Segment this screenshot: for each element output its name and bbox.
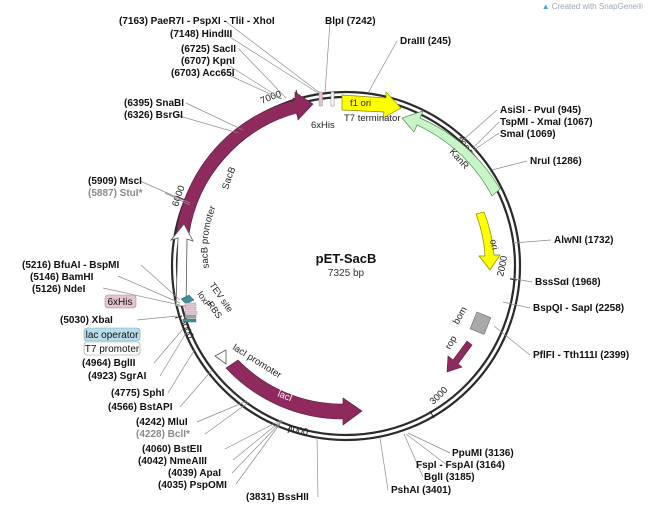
site-psppomi-label: (4035) PspOMI xyxy=(158,480,227,491)
feature-small-elements xyxy=(180,294,198,323)
site-leader-lines xyxy=(102,20,552,498)
feature-sacb-label: SacB xyxy=(220,165,238,190)
site-msci-label: (5909) MscI xyxy=(88,176,142,187)
brand-watermark: ▲Created with SnapGene® xyxy=(542,2,643,11)
site-asisi-label: AsiSI - PvuI (945) xyxy=(500,105,581,116)
site-kpni-label: (6707) KpnI xyxy=(181,56,235,67)
site-bstapi-label: (4566) BstAPI xyxy=(108,402,173,413)
svg-text:6xHis: 6xHis xyxy=(107,297,132,308)
svg-text:T7 promoter: T7 promoter xyxy=(85,344,140,355)
site-bsrgi-label: (6326) BsrGI xyxy=(124,110,183,121)
site-draiii-label: DraIII (245) xyxy=(400,36,451,47)
site-pflfi-label: PflFI - Tth111I (2399) xyxy=(533,350,629,361)
feature-his6-inner-label: 6xHis xyxy=(311,120,335,131)
feature-f1-ori-label: f1 ori xyxy=(350,98,371,109)
site-bgli-label: BglI (3185) xyxy=(424,472,475,483)
feature-ori[interactable] xyxy=(475,211,501,271)
site-apai-label: (4039) ApaI xyxy=(168,468,221,479)
site-nrui-label: NruI (1286) xyxy=(530,156,582,167)
site-psppmi-label: PpuMI (3136) xyxy=(452,448,514,459)
site-sphi-label: (4775) SphI xyxy=(111,388,165,399)
site-acc65i-label: (6703) Acc65I xyxy=(171,68,235,79)
badge-his6: 6xHis xyxy=(104,294,137,309)
feature-f1-ori[interactable] xyxy=(341,91,402,119)
site-bsteii-label: (4060) BstEII xyxy=(142,444,202,455)
site-smai-label: SmaI (1069) xyxy=(500,129,556,140)
site-bfuai-label: (5216) BfuAI - BspMI xyxy=(22,260,119,271)
tick-label-4000: 4000 xyxy=(286,423,309,438)
svg-text:lac operator: lac operator xyxy=(86,330,139,341)
feature-laci-promoter[interactable] xyxy=(214,349,227,365)
site-sgrai-label: (4923) SgrAI xyxy=(88,371,147,382)
feature-kanr[interactable] xyxy=(401,110,501,197)
badge-lac-operator: lac operator xyxy=(83,327,141,342)
site-pshai-label: PshAI (3401) xyxy=(391,485,451,496)
site-blpi-label: BlpI (7242) xyxy=(325,16,376,27)
site-snabi-label: (6395) SnaBI xyxy=(124,98,184,109)
site-bsshii-label: (3831) BssHII xyxy=(246,492,309,503)
feature-sacb-promoter-label: sacB promoter xyxy=(199,204,218,269)
feature-bom[interactable] xyxy=(469,311,492,335)
site-hindiii-label: (7148) HindIII xyxy=(170,29,232,40)
plasmid-name: pET-SacB xyxy=(316,251,377,266)
feature-laci[interactable] xyxy=(225,359,363,426)
site-paer7i-label: (7163) PaeR7I - PspXI - TliI - XhoI xyxy=(119,16,275,27)
feature-rop-label: rop xyxy=(443,334,459,351)
site-bcli-label: (4228) BclI* xyxy=(136,429,190,440)
feature-t7-terminator-label: T7 terminator xyxy=(344,113,401,124)
tick-label-2000: 2000 xyxy=(495,255,510,278)
brand-text: Created with SnapGene® xyxy=(551,2,643,11)
restriction-site-labels: (7163) PaeR7I - PspXI - TliI - XhoI (714… xyxy=(22,16,629,503)
site-ndei-label: (5126) NdeI xyxy=(32,284,86,295)
site-xbai-label: (5030) XbaI xyxy=(60,315,113,326)
feature-sacb[interactable] xyxy=(175,91,314,235)
site-tspmi-label: TspMI - XmaI (1067) xyxy=(500,117,593,128)
snapgene-logo-icon: ▲ xyxy=(541,2,550,11)
tick-label-3000: 3000 xyxy=(428,385,451,407)
site-fspi-label: FspI - FspAI (3164) xyxy=(416,460,505,471)
plasmid-length: 7325 bp xyxy=(328,268,365,279)
site-alwni-label: AlwNI (1732) xyxy=(554,235,613,246)
site-bglii-label: (4964) BglII xyxy=(82,358,136,369)
feature-bom-label: bom xyxy=(451,305,470,327)
feature-his6-inner xyxy=(318,91,335,107)
feature-rop[interactable] xyxy=(446,340,473,373)
feature-sacb-promoter[interactable] xyxy=(169,223,194,307)
badge-t7-promoter: T7 promoter xyxy=(83,341,141,356)
site-bspqi-label: BspQI - SapI (2258) xyxy=(533,303,624,314)
site-mlui-label: (4242) MluI xyxy=(136,417,188,428)
site-bsssai-label: BssSαI (1968) xyxy=(535,277,601,288)
site-sacii-label: (6725) SacII xyxy=(181,44,236,55)
feature-laci-label: lacI xyxy=(276,389,294,405)
feature-ori-label: ori xyxy=(487,238,500,251)
site-nmeaiii-label: (4042) NmeAIII xyxy=(138,456,207,467)
site-stui-label: (5887) StuI* xyxy=(88,188,143,199)
site-bamhi-label: (5146) BamHI xyxy=(30,272,94,283)
